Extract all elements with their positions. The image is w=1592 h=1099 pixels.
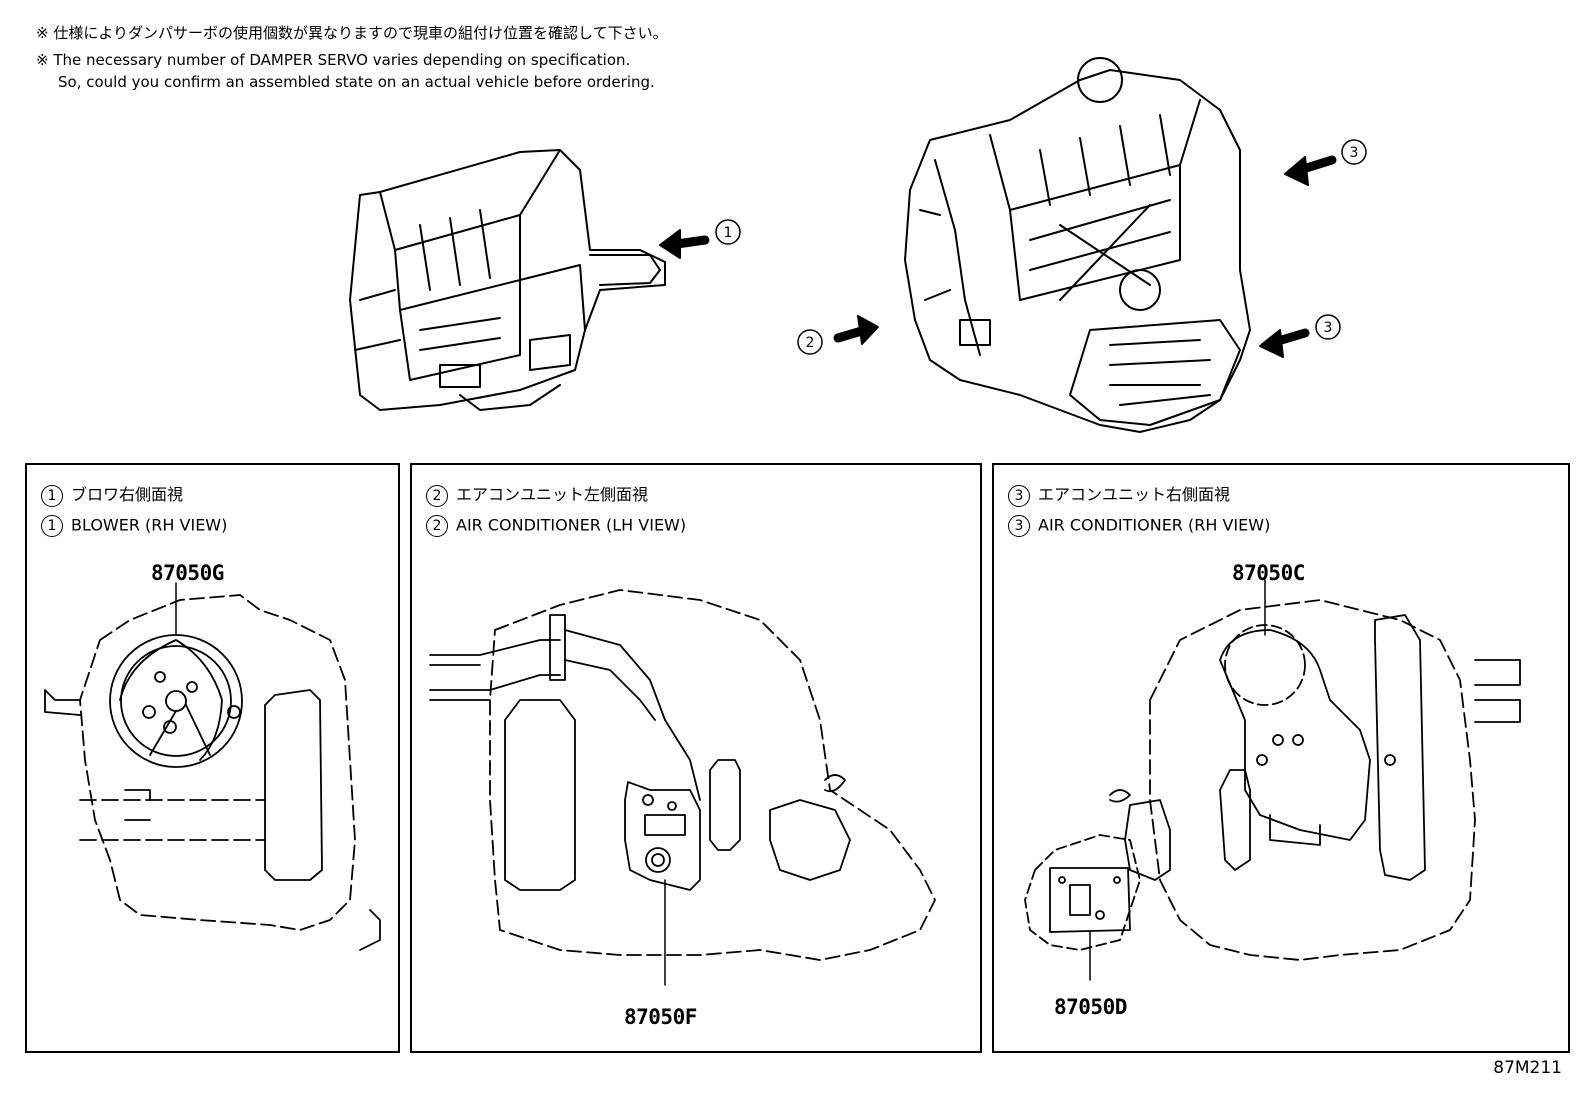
panel-1-number-icon: 1	[41, 484, 63, 507]
callout-circle-3-upper	[1341, 139, 1367, 165]
callout-circle-1	[715, 219, 741, 245]
callout-label-3-upper: 3	[1350, 145, 1359, 161]
arrow-3-lower	[1259, 328, 1310, 358]
arrow-1	[659, 229, 710, 259]
air-conditioner-rh-view-drawing	[1024, 579, 1521, 981]
panel-2-number-icon: 2	[426, 484, 448, 507]
blower-assembly-drawing	[349, 149, 666, 411]
air-conditioner-lh-view-drawing	[429, 589, 936, 986]
panel-3-number-icon: 3	[1008, 484, 1030, 507]
part-number-87050G: 87050G	[151, 561, 224, 585]
callout-circle-3-lower	[1315, 314, 1341, 340]
arrow-2	[833, 315, 879, 345]
blower-rh-view-drawing	[44, 582, 381, 951]
part-number-87050F: 87050F	[624, 1005, 697, 1029]
callout-label-3-lower: 3	[1324, 320, 1333, 336]
figure-id: 87M211	[1493, 1058, 1562, 1078]
air-conditioner-unit-drawing	[904, 57, 1251, 433]
note-english-line1: ※ The necessary number of DAMPER SERVO v…	[36, 51, 631, 69]
arrow-3-upper	[1284, 155, 1337, 186]
note-english-line2: So, could you confirm an assembled state…	[58, 73, 655, 91]
note-japanese: ※ 仕様によりダンパサーボの使用個数が異なりますので現車の組付け位置を確認して下…	[36, 24, 668, 42]
part-number-87050C: 87050C	[1232, 561, 1305, 585]
callout-label-2: 2	[806, 335, 815, 351]
panel-3-number-icon-en: 3	[1008, 515, 1030, 537]
callout-circle-2	[797, 329, 823, 355]
panel-2-number-icon-en: 2	[426, 515, 448, 537]
callout-label-1: 1	[724, 225, 733, 241]
part-number-87050D: 87050D	[1054, 995, 1127, 1019]
panel-1-number-icon-en: 1	[41, 515, 63, 537]
